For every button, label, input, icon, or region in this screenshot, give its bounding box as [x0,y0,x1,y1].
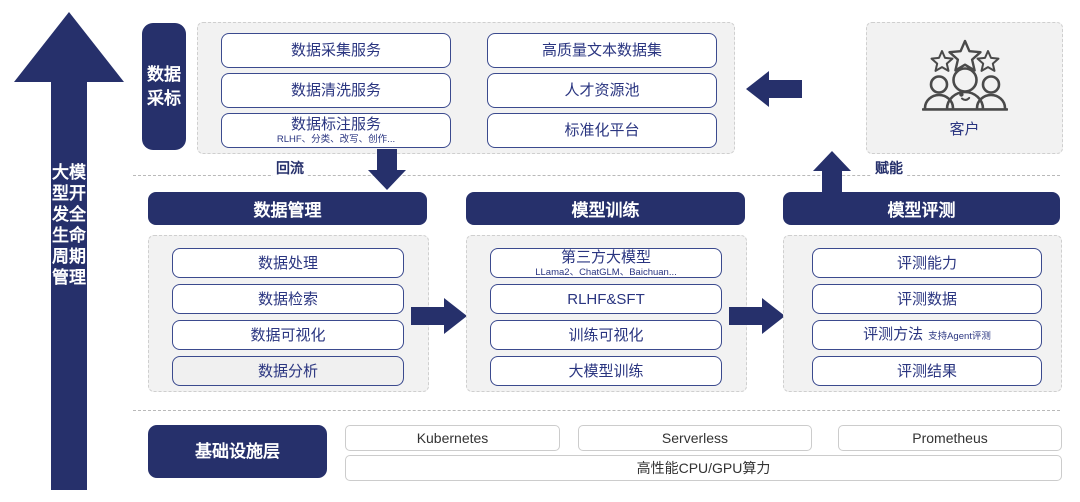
column-item[interactable]: 数据检索 [172,284,404,314]
column-item[interactable]: 训练可视化 [490,320,722,350]
lifecycle-arrow: 大模型开发全生命周期管理 [14,12,124,490]
backflow-label: 回流 [273,160,307,176]
column-item[interactable]: 第三方大模型 LLama2、ChatGLM、Baichuan... [490,248,722,278]
box-title: 第三方大模型 [560,248,651,266]
box-title: 大模型训练 [568,362,644,380]
data-collection-side-label: 数据采标 [142,23,186,150]
box-title: 数据可视化 [250,326,326,344]
box-title: 标准化平台 [564,122,640,139]
box-title: 人才资源池 [564,82,640,99]
column-item[interactable]: 评测结果 [812,356,1042,386]
infrastructure-item-kubernetes[interactable]: Kubernetes [345,425,560,451]
box-title: 数据处理 [257,254,318,272]
backflow-arrow-icon [368,149,406,191]
empower-label: 赋能 [872,160,906,176]
stage-arrow-1-icon [411,298,468,334]
data-collection-item[interactable]: 标准化平台 [487,113,717,148]
infrastructure-item-compute[interactable]: 高性能CPU/GPU算力 [345,455,1062,481]
empower-arrow-icon [813,150,851,192]
lifecycle-arrow-label: 大模型开发全生命周期管理 [52,163,86,287]
box-title: 数据检索 [257,290,318,308]
box-title: 评测方法 [863,325,924,343]
stage-arrow-2-icon [729,298,786,334]
separator-dashed-top [133,175,1060,176]
column-header-model-training: 模型训练 [466,192,745,225]
box-title: 数据清洗服务 [290,82,381,99]
column-header-data-management: 数据管理 [148,192,427,225]
box-title: 数据标注服务 [290,116,381,133]
column-item[interactable]: 数据可视化 [172,320,404,350]
box-title: 评测能力 [896,254,957,272]
column-header-model-evaluation: 模型评测 [783,192,1060,225]
box-title: 数据分析 [257,362,318,380]
customer-group-stars-icon [921,39,1008,111]
box-subtitle: LLama2、ChatGLM、Baichuan... [535,266,677,278]
infrastructure-item-serverless[interactable]: Serverless [578,425,812,451]
infrastructure-label: 基础设施层 [148,425,327,478]
box-title: 数据采集服务 [290,42,381,59]
data-collection-item[interactable]: 高质量文本数据集 [487,33,717,68]
arrow-up-head-icon [14,12,124,82]
column-item[interactable]: 数据分析 [172,356,404,386]
column-item[interactable]: 评测方法 支持Agent评测 [812,320,1042,350]
column-item[interactable]: 评测数据 [812,284,1042,314]
box-title: RLHF&SFT [567,290,645,308]
box-title: 训练可视化 [568,326,644,344]
arrow-shaft [51,80,87,490]
column-item[interactable]: 大模型训练 [490,356,722,386]
data-collection-item[interactable]: 数据标注服务 RLHF、分类、改写、创作... [221,113,451,148]
customer-label: 客户 [949,121,980,138]
data-collection-item[interactable]: 数据清洗服务 [221,73,451,108]
box-title: 评测数据 [896,290,957,308]
box-title: 评测结果 [896,362,957,380]
customer-to-collection-arrow-icon [745,71,802,107]
column-item[interactable]: 评测能力 [812,248,1042,278]
customer-panel: 客户 [866,22,1063,154]
box-inline-subtitle: 支持Agent评测 [928,330,991,342]
infrastructure-item-prometheus[interactable]: Prometheus [838,425,1062,451]
column-item[interactable]: 数据处理 [172,248,404,278]
column-item[interactable]: RLHF&SFT [490,284,722,314]
data-collection-item[interactable]: 人才资源池 [487,73,717,108]
data-collection-item[interactable]: 数据采集服务 [221,33,451,68]
box-title: 高质量文本数据集 [541,42,662,59]
box-subtitle: RLHF、分类、改写、创作... [276,134,396,145]
separator-dashed-bottom [133,410,1060,411]
